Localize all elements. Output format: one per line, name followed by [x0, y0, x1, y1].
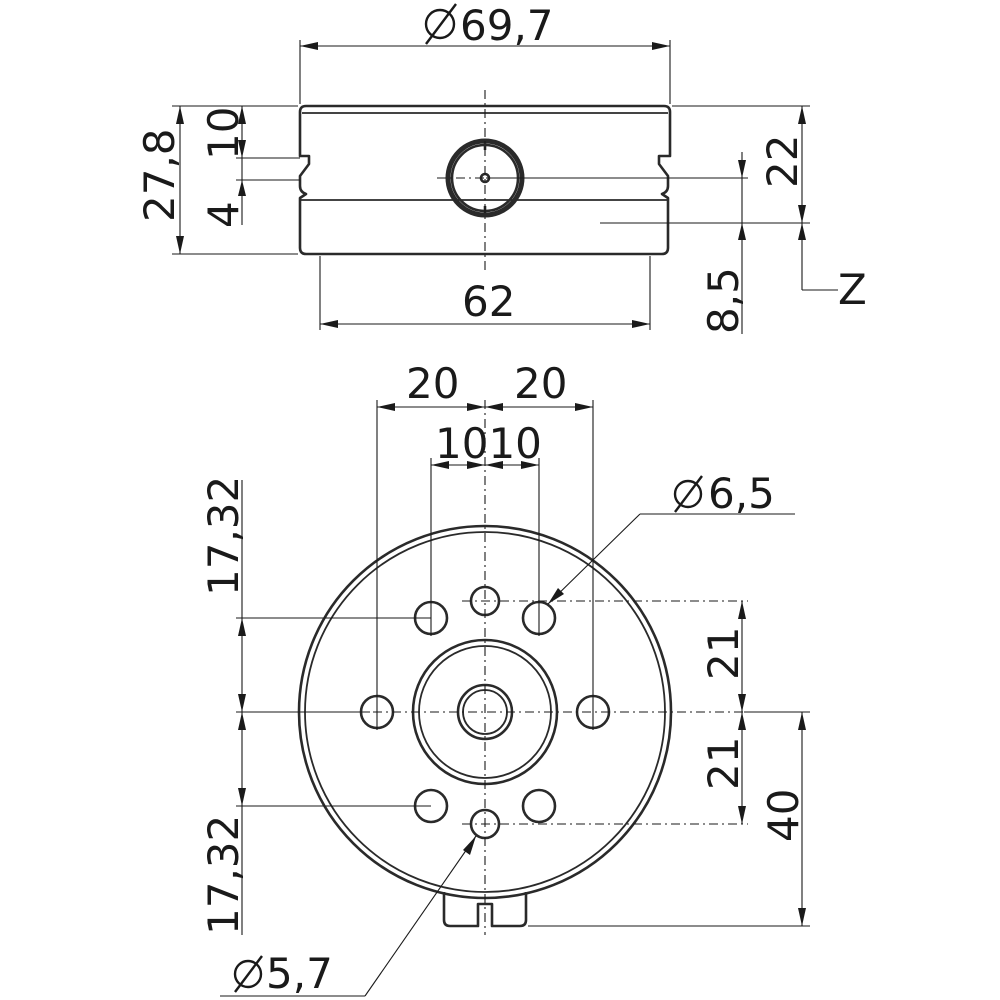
dim-1732-arrow-top-b — [238, 694, 246, 712]
dim-1010-arrow-left — [431, 461, 449, 469]
dim-height-8-5: 8,5 — [699, 267, 748, 334]
leader-5-7 — [364, 835, 477, 997]
dim-1732-arrow-bottom-a — [238, 712, 246, 730]
dim-40-arrow-bottom — [798, 908, 806, 926]
dim-pin-spacing-21-upper: 21 — [699, 627, 748, 680]
hole-lower-right — [521, 788, 557, 824]
dim-21-arrow-b — [738, 694, 746, 712]
dim-1010-arrow-mid-r — [485, 461, 503, 469]
dim-4-arrow-top — [238, 180, 246, 196]
dim-distance-40: 40 — [759, 789, 808, 842]
diameter-symbol-icon — [424, 3, 457, 45]
label-z: Z — [838, 265, 867, 314]
dim-22-arrow-top — [798, 106, 806, 124]
dim-hole-diameter-6-5: 6,5 — [708, 469, 775, 518]
dim-height-27-8: 27,8 — [135, 128, 184, 222]
dim-height-22: 22 — [758, 135, 807, 188]
dim-278-arrow-top — [176, 106, 184, 124]
dim-offset-17-32-upper: 17,32 — [199, 476, 248, 596]
dim-20-arrow-right — [575, 403, 593, 411]
dim-groove-10: 10 — [199, 107, 248, 160]
top-view-body-outline — [298, 104, 672, 256]
leader-5-7-arrow — [463, 836, 476, 855]
dim-21-arrow-a — [738, 601, 746, 619]
dim-85-arrow-bottom — [738, 223, 746, 240]
dim-width-62: 62 — [462, 277, 515, 326]
dim-1010-arrow-mid-l — [467, 461, 485, 469]
top-view: 69,7 27,8 10 4 22 Z 8,5 — [135, 1, 867, 334]
dim-697-arrow-right — [652, 42, 670, 50]
dim-1732-arrow-top-a — [238, 618, 246, 636]
dim-1732-arrow-bottom-b — [238, 788, 246, 806]
diameter-symbol-icon — [673, 475, 703, 513]
dim-20-arrow-mid-l — [467, 403, 485, 411]
dim-20-arrow-left — [377, 403, 395, 411]
dim-10-arrow-top — [238, 106, 246, 124]
dim-spacing-20-right: 20 — [514, 359, 567, 408]
dim-pin-diameter-5-7: 5,7 — [266, 949, 333, 998]
dim-22-arrow-z — [798, 223, 806, 240]
dim-offset-17-32-lower: 17,32 — [199, 815, 248, 935]
dim-62-arrow-left — [320, 320, 338, 328]
dim-22-arrow-bottom — [798, 205, 806, 223]
dim-697-arrow-left — [300, 42, 318, 50]
dim-10-arrow-bottom — [238, 140, 246, 158]
dim-85-arrow-top — [738, 160, 746, 178]
dim-62-arrow-right — [632, 320, 650, 328]
dim-pin-spacing-21-lower: 21 — [699, 737, 748, 790]
dim-40-arrow-top — [798, 712, 806, 730]
dim-21-arrow-d — [738, 806, 746, 824]
dim-spacing-10-10: 1010 — [435, 419, 542, 468]
bottom-view: 20 20 1010 6,5 17,32 17,32 — [199, 359, 810, 998]
dim-20-arrow-mid-r — [485, 403, 503, 411]
dim-21-arrow-c — [738, 712, 746, 730]
leader-6-5 — [547, 513, 641, 605]
dim-1010-arrow-right — [521, 461, 539, 469]
bottom-view-locating-lug — [442, 892, 528, 928]
dim-groove-4: 4 — [199, 201, 248, 228]
diameter-symbol-icon — [233, 955, 263, 993]
dim-278-arrow-bottom — [176, 236, 184, 254]
leader-6-5-arrow — [548, 588, 564, 604]
dim-spacing-20-left: 20 — [406, 359, 459, 408]
dim-diameter-69-7: 69,7 — [460, 1, 554, 50]
